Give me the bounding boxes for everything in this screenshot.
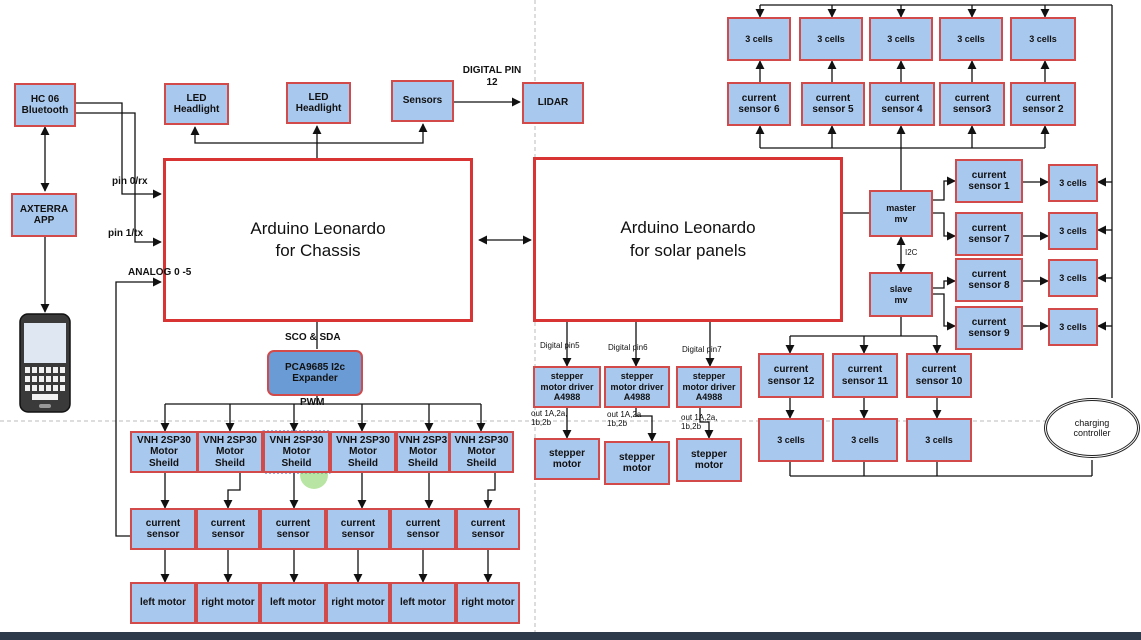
- stepper-motor-1[interactable]: stepper motor: [534, 438, 600, 480]
- current-sensor-2[interactable]: current sensor 2: [1010, 82, 1076, 126]
- pin-rx-label: pin 0/rx: [112, 176, 148, 187]
- current-sensor-10[interactable]: current sensor 10: [906, 353, 972, 398]
- vnh-motor-shield-4[interactable]: VNH 2SP30 Motor Sheild: [330, 431, 396, 473]
- led-headlight-2-node[interactable]: LED Headlight: [286, 82, 351, 124]
- current-sensor-4[interactable]: current sensor 4: [869, 82, 935, 126]
- driver-2-output-label: out 1A,2a 1b,2b: [607, 410, 642, 429]
- top-cells-3[interactable]: 3 cells: [869, 17, 933, 61]
- motor-5[interactable]: left motor: [390, 582, 456, 624]
- current-sensor-8[interactable]: current sensor 8: [955, 258, 1023, 302]
- digital-pin5-label: Digital pin5: [540, 341, 580, 350]
- analog-label: ANALOG 0 -5: [128, 267, 192, 278]
- driver-1-output-label: out 1A,2a, 1b,2b: [531, 409, 568, 428]
- stepper-motor-3[interactable]: stepper motor: [676, 438, 742, 482]
- digital-pin6-label: Digital pin6: [608, 343, 648, 352]
- current-sensor-3[interactable]: current sensor3: [939, 82, 1005, 126]
- chassis-current-sensor-1[interactable]: current sensor: [130, 508, 196, 550]
- stepper-driver-1[interactable]: stepper motor driver A4988: [533, 366, 601, 408]
- chassis-current-sensor-6[interactable]: current sensor: [456, 508, 520, 550]
- lidar-node[interactable]: LIDAR: [522, 82, 584, 124]
- top-cells-2[interactable]: 3 cells: [799, 17, 863, 61]
- pwm-label: PWM: [300, 397, 325, 408]
- smartphone-icon: [19, 313, 71, 413]
- current-sensor-1[interactable]: current sensor 1: [955, 159, 1023, 203]
- current-sensor-6[interactable]: current sensor 6: [727, 82, 791, 126]
- digital-pin7-label: Digital pin7: [682, 345, 722, 354]
- i2c-label: I2C: [905, 248, 918, 257]
- right-cells-4[interactable]: 3 cells: [1048, 308, 1098, 346]
- driver-3-output-label: out 1A,2a, 1b,2b: [681, 413, 718, 432]
- stepper-driver-3[interactable]: stepper motor driver A4988: [676, 366, 742, 408]
- motor-1[interactable]: left motor: [130, 582, 196, 624]
- bottom-cells-1[interactable]: 3 cells: [758, 418, 824, 462]
- vnh-motor-shield-6[interactable]: VNH 2SP30 Motor Sheild: [449, 431, 514, 473]
- motor-3[interactable]: left motor: [260, 582, 326, 624]
- hc06-bluetooth-node[interactable]: HC 06 Bluetooth: [14, 83, 76, 127]
- motor-6[interactable]: right motor: [456, 582, 520, 624]
- current-sensor-5[interactable]: current sensor 5: [801, 82, 865, 126]
- current-sensor-9[interactable]: current sensor 9: [955, 306, 1023, 350]
- vnh-motor-shield-2[interactable]: VNH 2SP30 Motor Sheild: [197, 431, 263, 473]
- led-headlight-1-node[interactable]: LED Headlight: [164, 83, 229, 125]
- top-cells-4[interactable]: 3 cells: [939, 17, 1003, 61]
- sco-sda-label: SCO & SDA: [285, 332, 341, 343]
- arduino-chassis-node[interactable]: Arduino Leonardo for Chassis: [163, 158, 473, 322]
- axterra-app-node[interactable]: AXTERRA APP: [11, 193, 77, 237]
- vnh-motor-shield-1[interactable]: VNH 2SP30 Motor Sheild: [130, 431, 198, 473]
- sensors-node[interactable]: Sensors: [391, 80, 454, 122]
- chassis-current-sensor-4[interactable]: current sensor: [326, 508, 390, 550]
- bottom-cells-3[interactable]: 3 cells: [906, 418, 972, 462]
- charging-controller-node[interactable]: charging controller: [1044, 398, 1140, 458]
- right-cells-2[interactable]: 3 cells: [1048, 212, 1098, 250]
- vnh-motor-shield-3[interactable]: VNH 2SP30 Motor Sheild: [263, 431, 330, 473]
- chassis-current-sensor-5[interactable]: current sensor: [390, 508, 456, 550]
- current-sensor-11[interactable]: current sensor 11: [832, 353, 898, 398]
- slave-mv-node[interactable]: slave mv: [869, 272, 933, 317]
- pca9685-expander-node[interactable]: PCA9685 I2c Expander: [267, 350, 363, 396]
- stepper-driver-2[interactable]: stepper motor driver A4988: [604, 366, 670, 408]
- chassis-current-sensor-2[interactable]: current sensor: [196, 508, 260, 550]
- arduino-solar-node[interactable]: Arduino Leonardo for solar panels: [533, 157, 843, 322]
- digital-pin-12-label: DIGITAL PIN 12: [462, 65, 522, 88]
- window-bottom-bar: [0, 632, 1141, 640]
- right-cells-3[interactable]: 3 cells: [1048, 259, 1098, 297]
- motor-2[interactable]: right motor: [196, 582, 260, 624]
- bottom-cells-2[interactable]: 3 cells: [832, 418, 898, 462]
- master-mv-node[interactable]: master mv: [869, 190, 933, 237]
- pin-tx-label: pin 1/tx: [108, 228, 144, 239]
- motor-4[interactable]: right motor: [326, 582, 390, 624]
- current-sensor-7[interactable]: current sensor 7: [955, 212, 1023, 256]
- stepper-motor-2[interactable]: stepper motor: [604, 441, 670, 485]
- top-cells-1[interactable]: 3 cells: [727, 17, 791, 61]
- chassis-current-sensor-3[interactable]: current sensor: [260, 508, 326, 550]
- current-sensor-12[interactable]: current sensor 12: [758, 353, 824, 398]
- right-cells-1[interactable]: 3 cells: [1048, 164, 1098, 202]
- vnh-motor-shield-5[interactable]: VNH 2SP3 Motor Sheild: [396, 431, 450, 473]
- top-cells-5[interactable]: 3 cells: [1010, 17, 1076, 61]
